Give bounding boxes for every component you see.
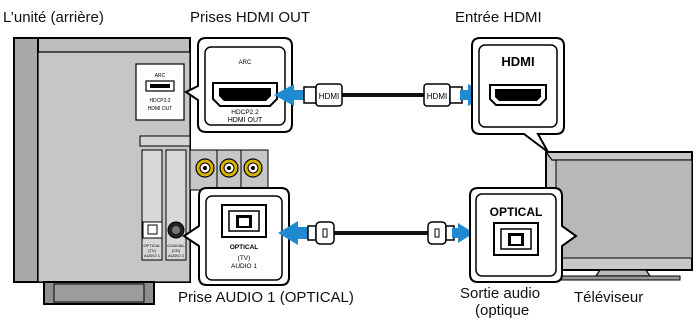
unit-audio2-label: AUDIO 2 (168, 253, 185, 258)
unit-audio1-label: AUDIO 1 (144, 253, 161, 258)
audio1-optical-callout: OPTICAL (TV) AUDIO 1 (182, 187, 290, 286)
tv-optical-label: OPTICAL (490, 205, 543, 219)
hdmi-cable: HDMI HDMI (274, 83, 488, 107)
unit-hdcp-label: HDCP2.2 (149, 98, 170, 104)
hdmi-out-port-icon (212, 82, 278, 107)
hdmi-plug-left-label: HDMI (319, 92, 339, 101)
optical-port-icon-unit (221, 204, 267, 238)
audio-output-label-line2: (optique (475, 302, 530, 319)
tv-set (545, 151, 693, 281)
hdmi-out-name-label: HDMI OUT (228, 117, 263, 124)
receiver-unit: ARC HDCP2.2 HDMI OUT OPTICAL (TV) AUDIO … (13, 37, 269, 305)
hdmi-out-callout: ARC HDCP2.2 HDMI OUT (184, 37, 293, 133)
tv-label: Téléviseur (574, 289, 644, 306)
hdmi-plug-right: HDMI (423, 83, 463, 107)
hdmi-plug-left: HDMI (303, 83, 343, 107)
tv-hdmi-callout: HDMI (471, 37, 565, 153)
hdmi-out-arc-label: ARC (239, 60, 252, 66)
unit-coaxial-label: COAXIAL (167, 243, 185, 248)
unit-optical-label: OPTICAL (143, 243, 161, 248)
audio-output-label-line1: Sortie audio (460, 285, 541, 302)
rca-jacks (189, 149, 269, 191)
audio1-jack-label: Prise AUDIO 1 (OPTICAL) (178, 289, 354, 306)
optical-plug-right (427, 221, 455, 245)
audio-tv-label: (TV) (238, 255, 251, 262)
optical-right-arrow (452, 223, 474, 243)
unit-tv-label: (TV) (148, 248, 156, 253)
hdmi-out-jacks-label: Prises HDMI OUT (190, 9, 310, 26)
hdmi-input-label: Entrée HDMI (455, 9, 542, 26)
optical-cable (278, 221, 474, 245)
audio-name-label: AUDIO 1 (231, 263, 257, 270)
hdmi-left-arrow (274, 84, 306, 106)
tv-hdmi-port-icon (489, 84, 547, 106)
optical-plug-left (307, 221, 335, 245)
hdmi-plug-right-label: HDMI (427, 92, 447, 101)
optical-port-icon-tv (493, 222, 539, 256)
tv-optical-callout: OPTICAL (469, 187, 578, 283)
audio-optical-label: OPTICAL (230, 244, 259, 251)
unit-hdmi-out-label: HDMI OUT (148, 106, 173, 112)
unit-arc-label: ARC (155, 73, 166, 79)
unit-rear-label: L’unité (arrière) (3, 9, 104, 26)
hdmi-out-hdcp-label: HDCP2.2 (231, 109, 259, 116)
tv-hdmi-label: HDMI (501, 54, 534, 69)
unit-cd-label: (CD) (172, 248, 181, 253)
optical-left-arrow (278, 221, 310, 245)
